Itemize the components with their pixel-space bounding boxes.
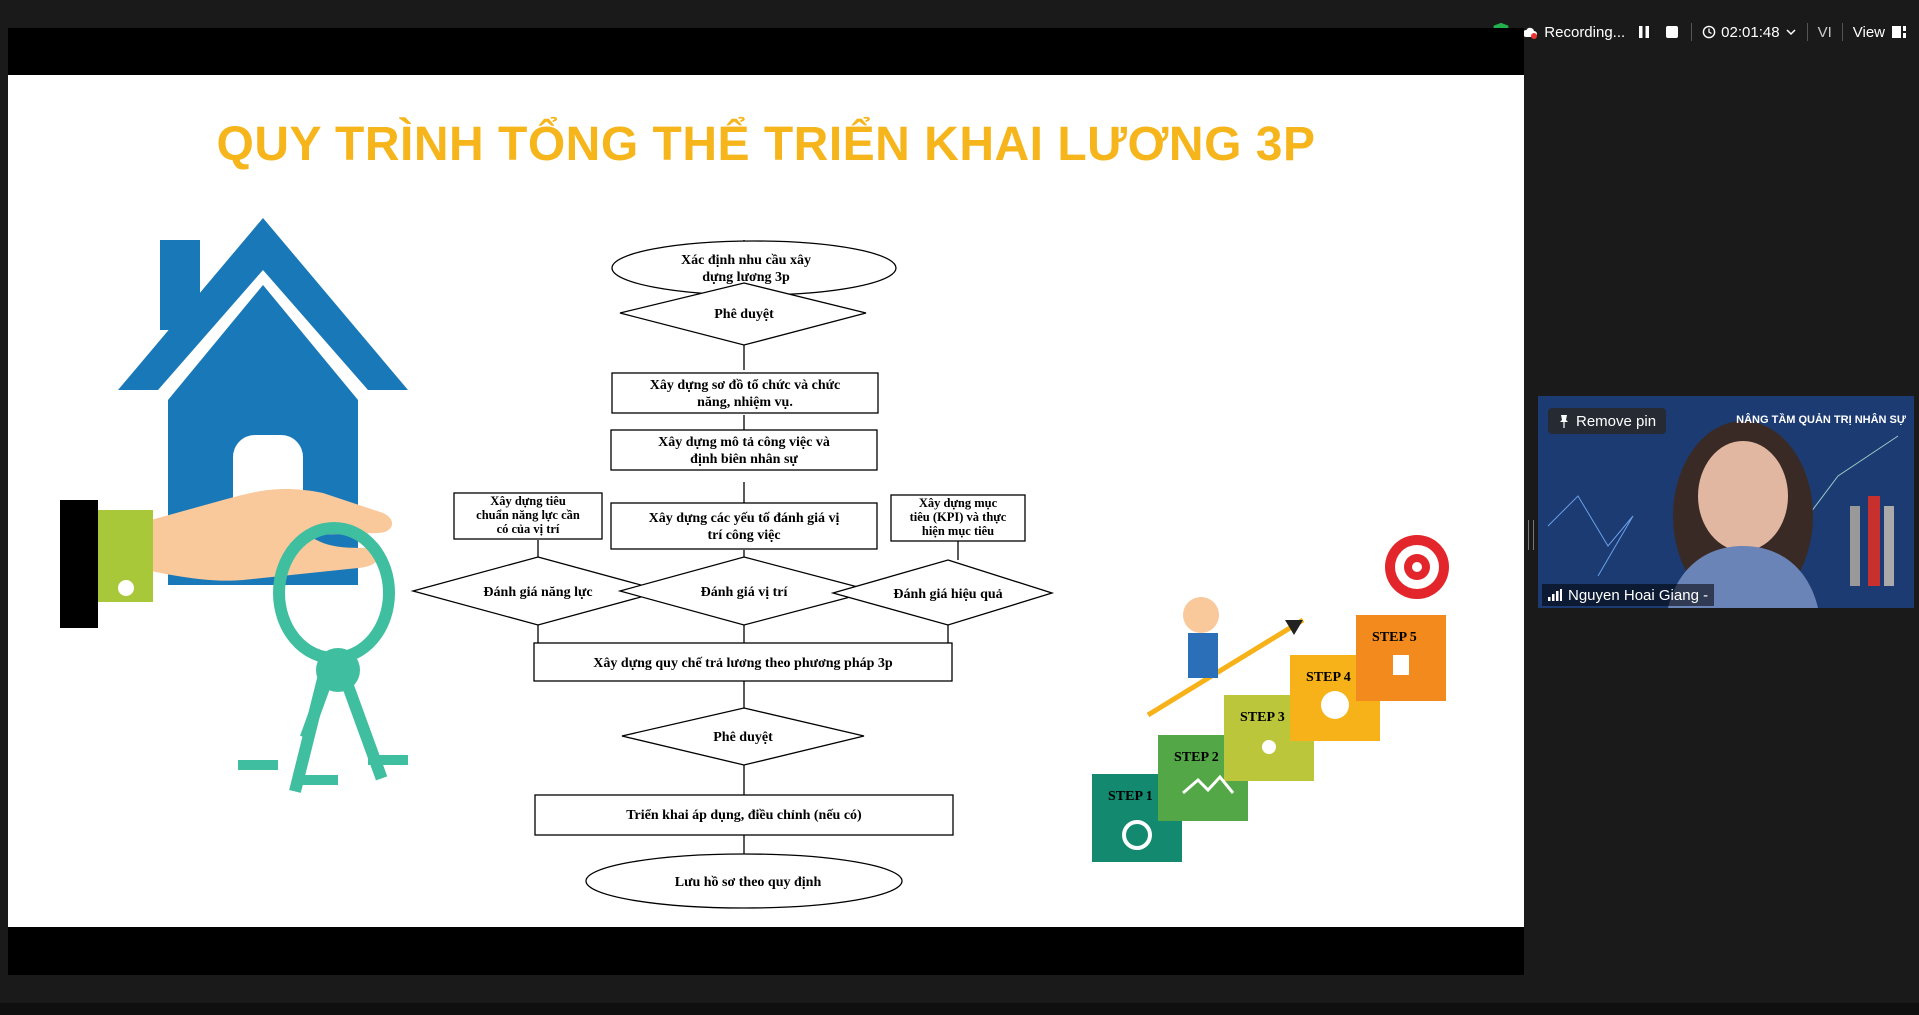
chart-line-icon bbox=[1182, 774, 1235, 795]
flow-n2-line2: năng, nhiệm vụ. bbox=[697, 395, 793, 410]
shared-screen: QUY TRÌNH TỔNG THỂ TRIỂN KHAI LƯƠNG 3P bbox=[8, 28, 1524, 975]
step-2-label: STEP 2 bbox=[1174, 750, 1219, 765]
signal-strength-icon bbox=[1548, 589, 1562, 601]
flow-n4l-line1: Xây dựng tiêu bbox=[490, 494, 566, 508]
flow-n4r-line1: Xây dựng mục bbox=[919, 496, 998, 510]
view-button[interactable]: View bbox=[1853, 24, 1907, 41]
flow-node-5 bbox=[533, 642, 953, 682]
step-1-label: STEP 1 bbox=[1108, 789, 1153, 804]
clock-icon bbox=[1702, 25, 1716, 39]
flow-node-4-center bbox=[610, 502, 878, 550]
flow-n4c-line2: trí công việc bbox=[707, 528, 780, 543]
timer-value: 02:01:48 bbox=[1721, 23, 1780, 41]
layout-icon bbox=[1892, 26, 1906, 38]
stop-recording-button[interactable] bbox=[1663, 23, 1681, 41]
panel-resize-handle[interactable] bbox=[1528, 520, 1534, 550]
top-bar bbox=[0, 0, 1919, 28]
pause-icon bbox=[1639, 26, 1650, 38]
flow-n4c-line1: Xây dựng các yếu tố đánh giá vị bbox=[649, 511, 840, 526]
step-4-label: STEP 4 bbox=[1306, 670, 1351, 685]
pin-icon bbox=[1560, 415, 1568, 428]
flow-node-3 bbox=[610, 429, 878, 471]
recording-toolbar: Recording... 02:01:48 VI View bbox=[1490, 18, 1907, 46]
pie-chart-icon bbox=[1321, 691, 1349, 719]
stop-icon bbox=[1666, 26, 1679, 38]
flow-n6-label: Triển khai áp dụng, điều chỉnh (nếu có) bbox=[626, 808, 862, 823]
flow-decision-left bbox=[410, 556, 666, 626]
flow-n4r-line3: hiện mục tiêu bbox=[922, 524, 994, 538]
tile-banner-heading: NÂNG TẦM QUẢN TRỊ NHÂN SỰ bbox=[1736, 414, 1906, 426]
flow-node-6 bbox=[534, 794, 954, 836]
participant-name: Nguyen Hoai Giang - bbox=[1568, 586, 1709, 604]
businessman-figure bbox=[1183, 597, 1219, 633]
flow-d2l-label: Đánh giá năng lực bbox=[483, 585, 592, 600]
flow-n1-line1: Xác định nhu cầu xây bbox=[681, 253, 811, 268]
divider bbox=[1691, 23, 1693, 41]
participant-video-tile[interactable]: NÂNG TẦM QUẢN TRỊ NHÂN SỰ Remove pin Ngu… bbox=[1538, 396, 1914, 608]
team-icon bbox=[1262, 740, 1276, 754]
flow-decision-right bbox=[830, 559, 1055, 626]
flow-d3-label: Phê duyệt bbox=[713, 730, 773, 745]
flow-d2r-label: Đánh giá hiệu quả bbox=[893, 587, 1002, 602]
flow-n3-line1: Xây dựng mô tả công việc và bbox=[658, 435, 830, 450]
flow-decision-3 bbox=[621, 707, 865, 766]
flow-n5-label: Xây dựng quy chế trả lương theo phương p… bbox=[593, 656, 893, 671]
flow-d1-label: Phê duyệt bbox=[714, 307, 774, 322]
house-illustration bbox=[60, 218, 408, 793]
remove-pin-button[interactable]: Remove pin bbox=[1548, 408, 1667, 434]
flow-node-4-right bbox=[890, 494, 1026, 542]
flow-n3-line2: định biên nhân sự bbox=[690, 452, 798, 467]
flow-n4l-line2: chuẩn năng lực cần bbox=[476, 508, 580, 522]
flow-d2c-label: Đánh giá vị trí bbox=[701, 585, 789, 600]
divider bbox=[1806, 23, 1808, 41]
flow-n4r-line2: tiêu (KPI) và thực bbox=[910, 510, 1007, 524]
flowchart: Xác định nhu cầu xây dựng lương 3p Phê d… bbox=[410, 240, 1055, 909]
step-3-label: STEP 3 bbox=[1240, 710, 1285, 725]
pause-recording-button[interactable] bbox=[1635, 23, 1653, 41]
flow-node-2 bbox=[611, 372, 879, 414]
flow-n2-line1: Xây dựng sơ đồ tổ chức và chức bbox=[650, 378, 840, 393]
trophy-icon bbox=[1393, 655, 1409, 675]
flow-decision-center bbox=[617, 556, 876, 626]
flow-node-4-left bbox=[453, 492, 603, 540]
divider bbox=[1841, 23, 1843, 41]
presentation-slide: QUY TRÌNH TỔNG THỂ TRIỂN KHAI LƯƠNG 3P bbox=[8, 75, 1524, 927]
slide-title: QUY TRÌNH TỔNG THỂ TRIỂN KHAI LƯƠNG 3P bbox=[216, 118, 1316, 171]
flow-n4l-line3: có của vị trí bbox=[497, 522, 560, 536]
recording-label: Recording... bbox=[1544, 23, 1626, 41]
participant-name-tag: Nguyen Hoai Giang - bbox=[1542, 584, 1715, 606]
view-label: View bbox=[1852, 23, 1885, 41]
flow-n7-label: Lưu hồ sơ theo quy định bbox=[675, 875, 822, 890]
steps-illustration: STEP 1 STEP 2 STEP 3 STEP 4 STEP 5 bbox=[1092, 535, 1449, 862]
chevron-down-icon[interactable] bbox=[1785, 26, 1797, 38]
remove-pin-label: Remove pin bbox=[1576, 412, 1657, 430]
flow-n1-line2: dựng lương 3p bbox=[702, 270, 790, 285]
language-button[interactable]: VI bbox=[1817, 23, 1832, 41]
bottom-bar bbox=[0, 1003, 1919, 1015]
recording-status: Recording... bbox=[1522, 24, 1625, 41]
flow-decision-1 bbox=[619, 282, 867, 346]
step-5-label: STEP 5 bbox=[1372, 630, 1417, 645]
gear-icon bbox=[1122, 820, 1152, 850]
flow-node-end bbox=[585, 853, 903, 909]
cloud-icon bbox=[1523, 27, 1538, 39]
meeting-timer[interactable]: 02:01:48 bbox=[1702, 24, 1796, 41]
